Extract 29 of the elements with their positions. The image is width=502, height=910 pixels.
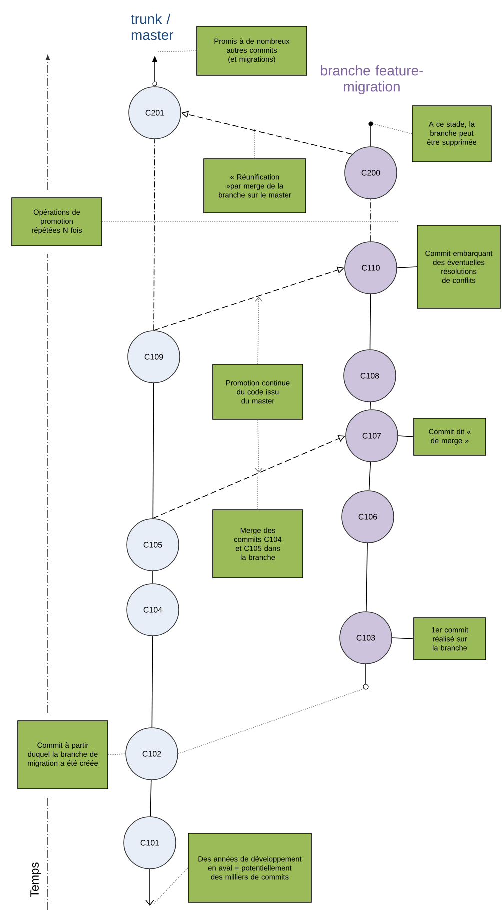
leader-line bbox=[158, 50, 197, 52]
branch-point bbox=[368, 122, 374, 126]
branch-point bbox=[152, 82, 158, 86]
leader-line bbox=[397, 266, 418, 268]
branch-line bbox=[154, 139, 156, 331]
leader-line bbox=[108, 754, 126, 756]
branch-line bbox=[152, 636, 154, 728]
axis-label: Temps bbox=[30, 862, 42, 898]
branch-line bbox=[370, 294, 372, 350]
branch-point bbox=[363, 684, 369, 690]
branch-line bbox=[150, 780, 152, 817]
branch-line bbox=[152, 571, 154, 584]
leader-line bbox=[178, 688, 364, 754]
leader-line bbox=[372, 124, 412, 134]
leader-line bbox=[255, 297, 263, 364]
leader-line bbox=[154, 868, 188, 904]
leader-line bbox=[254, 128, 256, 159]
leader-line bbox=[392, 638, 414, 640]
branch-line bbox=[152, 383, 154, 519]
title-text: trunk / master bbox=[131, 14, 174, 40]
branch-line bbox=[368, 462, 372, 492]
leader-line bbox=[398, 436, 414, 438]
title-text: branche feature-migration bbox=[321, 65, 424, 95]
branch-line bbox=[370, 402, 372, 410]
branch-line bbox=[366, 543, 368, 612]
arrow bbox=[146, 869, 154, 906]
leader-line bbox=[255, 420, 263, 473]
leader-line bbox=[370, 126, 372, 148]
branch-line bbox=[370, 199, 372, 242]
